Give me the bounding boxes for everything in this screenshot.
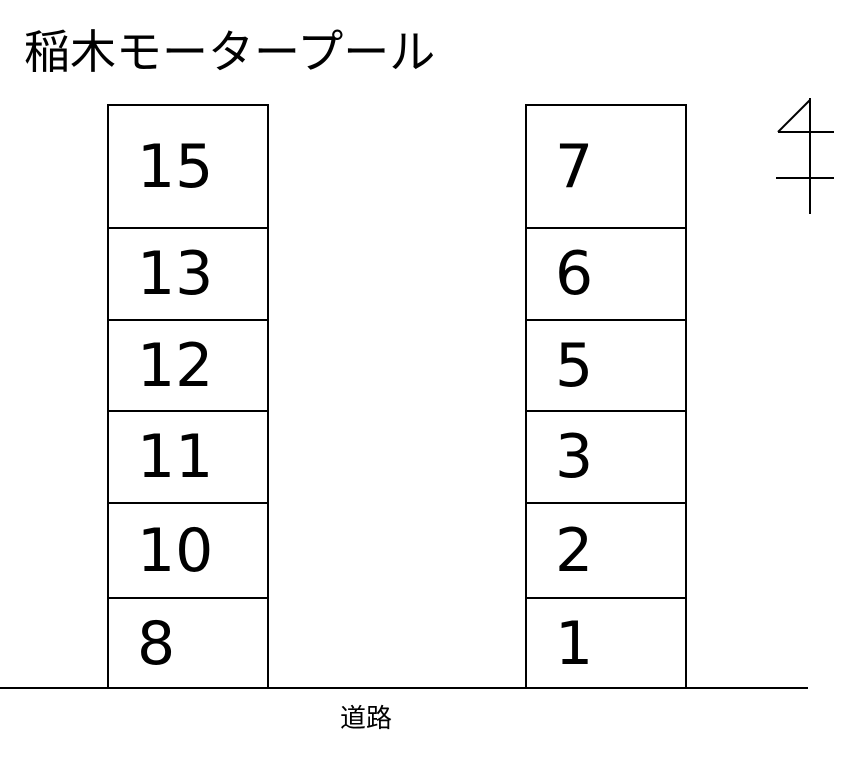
map-title: 稲木モータープール xyxy=(24,25,436,79)
parking-slot[interactable]: 7 xyxy=(527,106,685,229)
parking-slot[interactable]: 6 xyxy=(527,229,685,321)
parking-slot[interactable]: 10 xyxy=(109,504,267,599)
parking-slot-number: 2 xyxy=(555,515,594,586)
parking-slot-number: 15 xyxy=(137,131,214,202)
parking-slot[interactable]: 11 xyxy=(109,412,267,504)
north-arrow-icon xyxy=(776,98,834,214)
parking-slot-number: 8 xyxy=(137,609,176,679)
parking-slot-number: 6 xyxy=(555,239,594,309)
parking-slot-number: 10 xyxy=(137,515,214,586)
parking-slot-number: 3 xyxy=(555,422,594,492)
parking-slot-number: 7 xyxy=(555,131,594,202)
parking-slot[interactable]: 8 xyxy=(109,599,267,689)
parking-slot[interactable]: 15 xyxy=(109,106,267,229)
parking-slot[interactable]: 13 xyxy=(109,229,267,321)
left-parking-column: 15 13 12 11 10 8 xyxy=(107,104,269,689)
parking-slot[interactable]: 2 xyxy=(527,504,685,599)
road-label: 道路 xyxy=(340,704,393,734)
parking-slot[interactable]: 12 xyxy=(109,321,267,412)
parking-slot[interactable]: 3 xyxy=(527,412,685,504)
parking-slot-number: 13 xyxy=(137,239,214,309)
parking-slot-number: 12 xyxy=(137,330,214,401)
right-parking-column: 7 6 5 3 2 1 xyxy=(525,104,687,689)
parking-slot[interactable]: 1 xyxy=(527,599,685,689)
road-line xyxy=(0,687,808,689)
parking-slot[interactable]: 5 xyxy=(527,321,685,412)
parking-slot-number: 11 xyxy=(137,422,214,492)
parking-slot-number: 5 xyxy=(555,330,594,401)
parking-slot-number: 1 xyxy=(555,609,594,679)
